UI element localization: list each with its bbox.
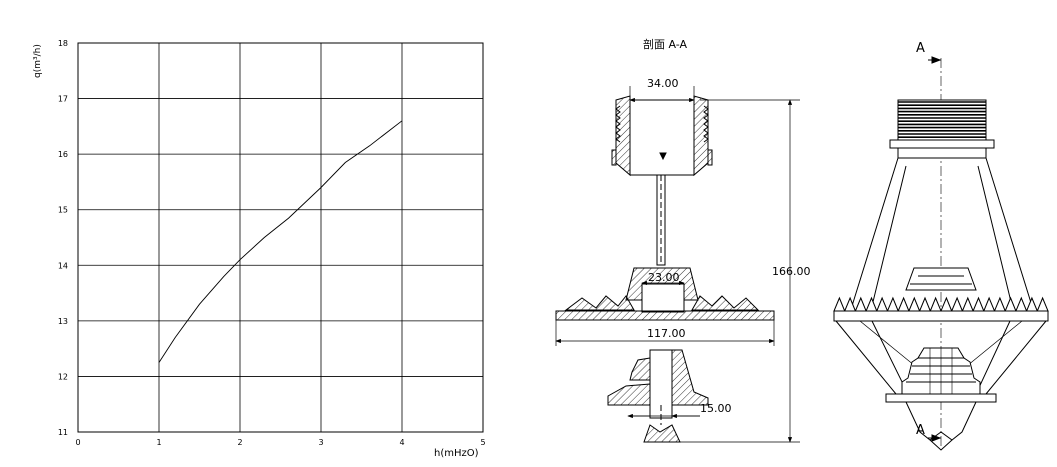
section-title: 剖面 A-A	[643, 37, 688, 51]
section-dimensions	[555, 86, 800, 443]
y-tick-label: 18	[58, 39, 68, 48]
section-view: 剖面 A-A	[555, 37, 811, 443]
section-plate	[555, 295, 775, 321]
elevation-thread	[889, 99, 995, 159]
elevation-lower-stack	[885, 347, 997, 451]
section-mark-top: A	[916, 41, 942, 64]
y-tick-label: 12	[58, 372, 68, 381]
x-tick-label: 4	[399, 438, 404, 447]
y-tick-label: 14	[58, 261, 68, 270]
dim-bottom: 15.00	[700, 402, 732, 415]
chart-x-ticks: 0 1 2 3 4 5	[75, 438, 485, 447]
chart-grid	[78, 43, 483, 432]
x-tick-label: 1	[156, 438, 161, 447]
chart-y-label: q(m³/h)	[33, 44, 43, 78]
y-tick-label: 16	[58, 150, 68, 159]
chart-y-ticks: 11 12 13 14 15 16 17 18	[58, 39, 68, 437]
dim-height: 166.00	[772, 265, 811, 278]
elevation-view: A A	[833, 41, 1049, 451]
x-tick-label: 3	[318, 438, 323, 447]
x-tick-label: 5	[480, 438, 485, 447]
section-mark-bottom: A	[916, 423, 942, 442]
x-tick-label: 2	[237, 438, 242, 447]
chart-plot-area	[77, 42, 484, 433]
section-lower-spreader	[607, 349, 709, 443]
section-mark-bottom-label: A	[916, 423, 925, 438]
y-tick-label: 15	[58, 206, 68, 215]
section-head	[611, 95, 713, 177]
dim-mid-width: 23.00	[648, 271, 680, 284]
elevation-plate	[833, 296, 1049, 395]
y-tick-label: 11	[58, 428, 68, 437]
section-mark-top-label: A	[916, 41, 925, 56]
dim-top-width: 34.00	[647, 77, 679, 90]
chart-series-line	[158, 120, 403, 363]
dim-plate-width: 117.00	[647, 327, 686, 340]
x-tick-label: 0	[75, 438, 80, 447]
y-tick-label: 13	[58, 317, 68, 326]
chart-x-label: h(mHzO)	[434, 448, 479, 459]
y-tick-label: 17	[58, 95, 68, 104]
elevation-cone	[851, 157, 1033, 307]
